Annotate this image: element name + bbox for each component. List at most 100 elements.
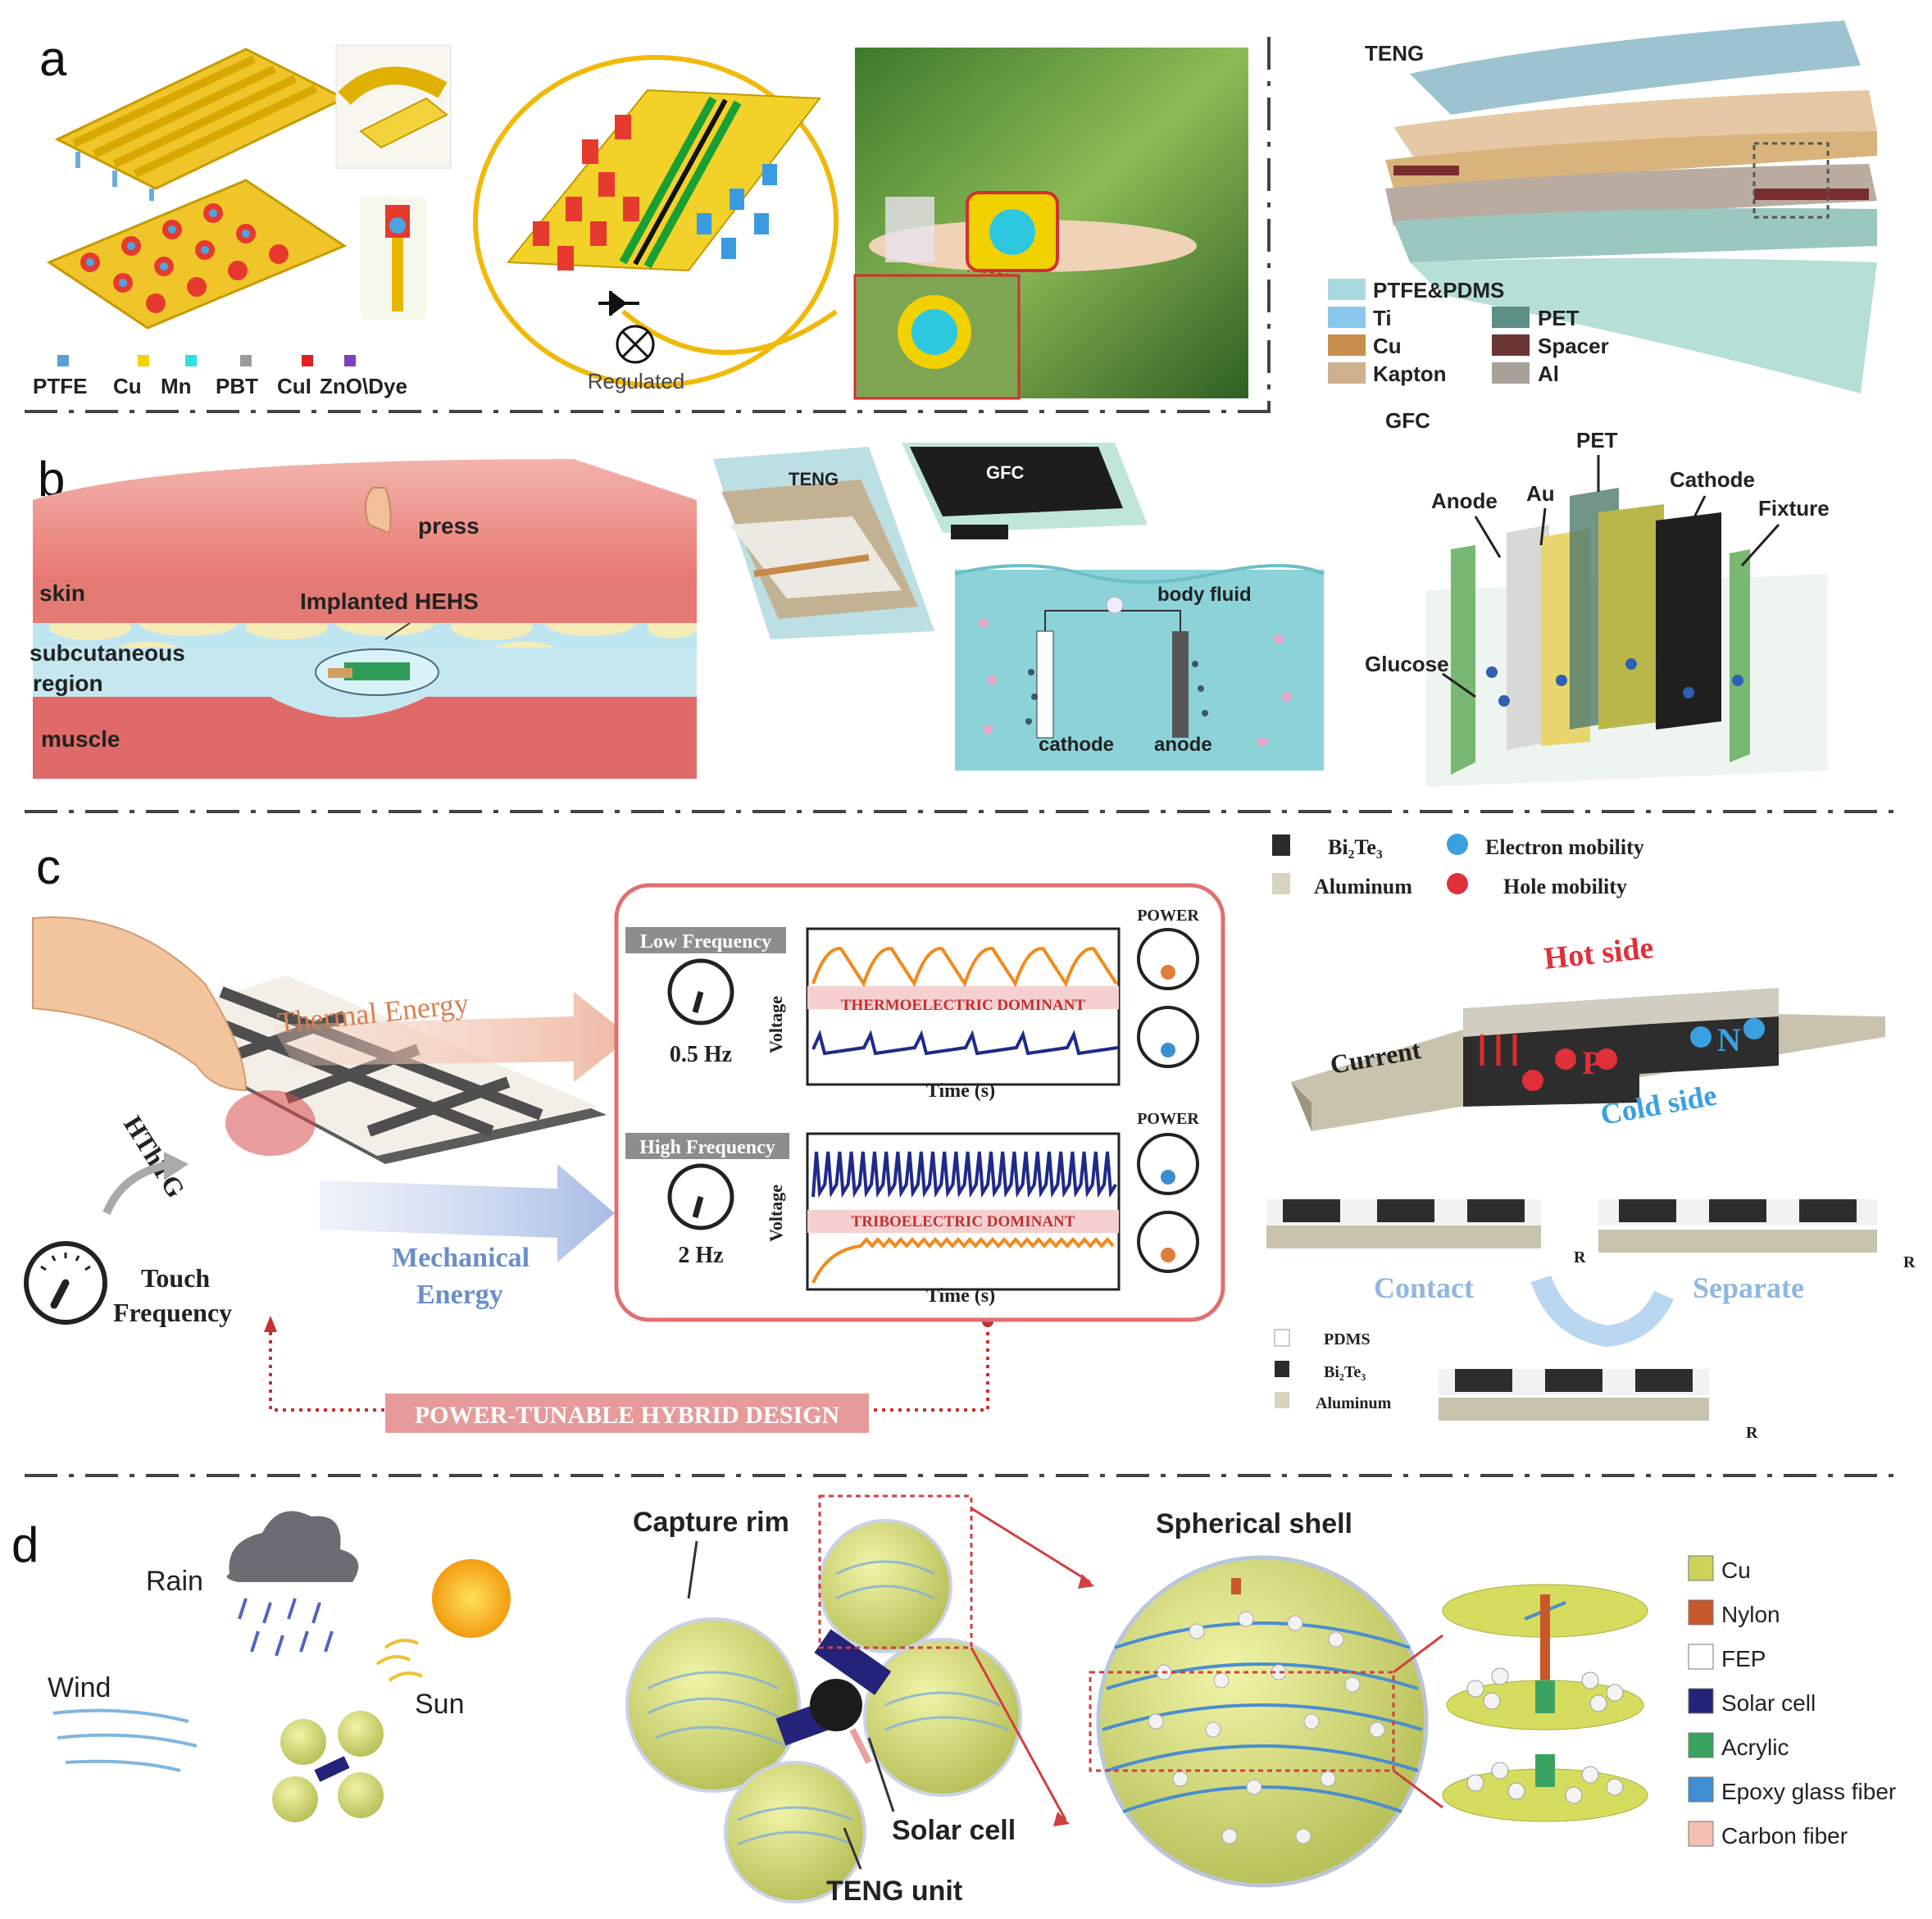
region-label: region bbox=[33, 671, 103, 696]
subcutaneous-label: subcutaneous bbox=[30, 640, 185, 666]
woven-fabric-top bbox=[54, 48, 348, 201]
legend-swatch-1 bbox=[138, 355, 149, 366]
wrist-photo bbox=[853, 48, 1248, 400]
hthtg-label: HThTG bbox=[118, 1111, 191, 1203]
pet-label: PET bbox=[1576, 428, 1618, 452]
d-legend-label-3: Solar cell bbox=[1721, 1690, 1816, 1716]
legend-bi2te3-small: Bi₂Te₃ bbox=[1324, 1363, 1366, 1381]
legend-label-4: CuI bbox=[277, 374, 311, 398]
thermo-dominant-label: THERMOELECTRIC DOMINANT bbox=[841, 997, 1086, 1014]
teng-right-label-1: Spacer bbox=[1538, 334, 1609, 358]
touch-label: Touch bbox=[141, 1263, 210, 1293]
press-label: press bbox=[418, 513, 480, 539]
legend-label-0: PTFE bbox=[33, 374, 87, 398]
panel-d: d Rain Wind Sun bbox=[11, 1494, 1896, 1907]
woven-fabric-bottom bbox=[46, 179, 348, 330]
d-legend-label-1: Nylon bbox=[1721, 1602, 1780, 1627]
legend-swatch-2 bbox=[185, 355, 197, 366]
teng-right-label-2: Al bbox=[1538, 362, 1559, 386]
teng-left-label-2: Cu bbox=[1373, 334, 1402, 358]
module-legend: PDMS Bi₂Te₃ Aluminum bbox=[1274, 1329, 1392, 1412]
d-legend-label-5: Epoxy glass fiber bbox=[1721, 1779, 1896, 1804]
legend-aluminum: Aluminum bbox=[1314, 875, 1412, 898]
legend-hole-mobility: Hole mobility bbox=[1503, 875, 1627, 898]
teng-left-label-3: Kapton bbox=[1373, 362, 1447, 386]
touch-frequency-gauge: Touch Frequency bbox=[24, 1241, 232, 1327]
weather-scene: Rain Wind Sun bbox=[48, 1511, 511, 1822]
power-high-label: POWER bbox=[1137, 1110, 1199, 1128]
mechanical-label: Mechanical bbox=[392, 1243, 530, 1273]
panel-dividers bbox=[25, 37, 1902, 1477]
panel-a-legend: PTFE Cu Mn PBT CuI ZnO\Dye bbox=[33, 355, 407, 398]
wind-label: Wind bbox=[48, 1672, 111, 1703]
p-leg-label: P bbox=[1582, 1044, 1602, 1081]
d-legend-swatch-3 bbox=[1688, 1688, 1714, 1714]
panel-c: c Thermal Energy Mechanical Energy HThTG bbox=[24, 834, 1916, 1442]
teng-device-label: TENG bbox=[789, 469, 839, 489]
legend-label-1: Cu bbox=[113, 374, 142, 398]
cathode-label: cathode bbox=[1039, 734, 1114, 756]
d-legend-label-4: Acrylic bbox=[1721, 1735, 1789, 1760]
textile-circuit: Regulated bbox=[473, 55, 839, 393]
teng-layer-stack: TENG bbox=[1365, 20, 1877, 393]
voltage-low-label: Voltage bbox=[766, 996, 786, 1053]
thermoelectric-legend: Bi₂Te₃ Electron mobility Aluminum Hole m… bbox=[1272, 834, 1644, 898]
tribo-dominant-label: TRIBOELECTRIC DOMINANT bbox=[852, 1213, 1075, 1230]
d-legend-label-0: Cu bbox=[1721, 1557, 1751, 1583]
fixture-label: Fixture bbox=[1758, 496, 1830, 521]
d-legend-swatch-2 bbox=[1688, 1644, 1714, 1670]
muscle-label: muscle bbox=[41, 726, 120, 752]
teg-module-bottom bbox=[1439, 1369, 1709, 1421]
high-hz-label: 2 Hz bbox=[678, 1243, 723, 1268]
mini-device bbox=[272, 1711, 384, 1822]
teng-unit-label: TENG unit bbox=[826, 1876, 962, 1907]
legend-swatch-4 bbox=[302, 355, 313, 366]
fabric-inset-top bbox=[335, 44, 452, 169]
skin-label: skin bbox=[39, 580, 85, 606]
teng-left-label-0: PTFE&PDMS bbox=[1373, 278, 1504, 302]
load-symbol bbox=[616, 325, 655, 364]
legend-electron-mobility: Electron mobility bbox=[1485, 835, 1644, 859]
tissue-cross-section: press skin Implanted HEHS subcutaneous r… bbox=[30, 459, 697, 779]
teng-left-swatch-1 bbox=[1328, 307, 1366, 328]
cable-inset bbox=[361, 197, 426, 320]
gfc-title: GFC bbox=[1385, 408, 1430, 433]
spherical-shell: Spherical shell bbox=[1089, 1508, 1443, 1888]
frequency-label: Frequency bbox=[113, 1298, 232, 1327]
time-low-label: Time (s) bbox=[926, 1080, 995, 1102]
body-fluid-cell: body fluid cathode anode bbox=[954, 564, 1325, 771]
body-fluid-label: body fluid bbox=[1157, 584, 1252, 606]
hot-side-label: Hot side bbox=[1543, 930, 1656, 976]
au-label: Au bbox=[1526, 481, 1555, 506]
exploded-discs bbox=[1442, 1584, 1648, 1822]
energy-label: Energy bbox=[416, 1280, 503, 1310]
hybrid-design-connector: POWER-TUNABLE HYBRID DESIGN bbox=[264, 1316, 993, 1433]
legend-label-5: ZnO\Dye bbox=[320, 374, 407, 398]
legend-bi2te3: Bi₂Te₃ bbox=[1328, 835, 1383, 859]
n-leg-label: N bbox=[1717, 1021, 1741, 1058]
gfc-device-label: GFC bbox=[986, 462, 1025, 483]
d-legend-swatch-0 bbox=[1688, 1555, 1714, 1581]
legend-swatch-0 bbox=[57, 355, 69, 366]
legend-label-2: Mn bbox=[161, 374, 192, 398]
power-low-label: POWER bbox=[1137, 907, 1199, 925]
legend-swatch-5 bbox=[344, 355, 356, 366]
glucose-label: Glucose bbox=[1365, 652, 1449, 676]
legend-label-3: PBT bbox=[216, 374, 258, 398]
teg-module-separate bbox=[1598, 1199, 1877, 1253]
high-frequency-label: High Frequency bbox=[639, 1137, 775, 1158]
legend-swatch-3 bbox=[240, 355, 252, 366]
separate-label: Separate bbox=[1693, 1271, 1804, 1304]
d-legend-swatch-5 bbox=[1688, 1776, 1714, 1803]
thermoelectric-leg: P N Hot side Cold side Current bbox=[1291, 930, 1885, 1131]
teng-right-swatch-1 bbox=[1492, 334, 1530, 356]
gfc-stack: GFC PET Anode Au Cathode Fixture Glucose bbox=[1365, 408, 1830, 787]
regulated-label: Regulated bbox=[588, 369, 685, 393]
teng-right-label-0: PET bbox=[1538, 306, 1580, 330]
teng-left-swatch-3 bbox=[1328, 362, 1366, 384]
d-legend-swatch-6 bbox=[1688, 1821, 1714, 1847]
teng-right-swatch-0 bbox=[1492, 307, 1530, 328]
